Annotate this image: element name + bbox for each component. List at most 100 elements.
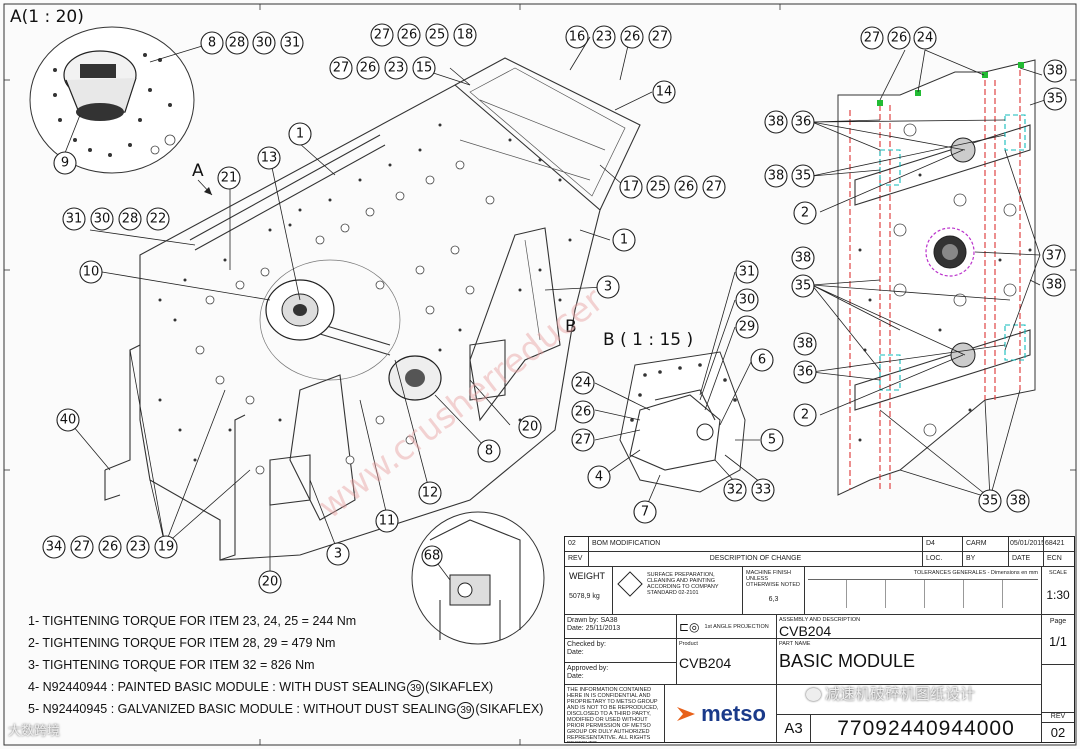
balloon: 23: [130, 540, 147, 555]
projection-cell: ⊏◎ 1st ANGLE PROJECTION: [677, 615, 777, 639]
page-label: Page: [1049, 618, 1067, 625]
balloon: 8: [485, 444, 493, 459]
scale-cell: SCALE 1:30: [1042, 567, 1074, 615]
balloon: 3: [334, 547, 342, 562]
balloon: 19: [158, 540, 175, 555]
rev-by: CARM: [963, 537, 1009, 552]
drawn-by: Drawn by: SA38: [567, 617, 618, 624]
balloon: 38: [1047, 64, 1064, 79]
assembly-value: CVB204: [779, 623, 832, 639]
balloon: 8: [208, 36, 216, 51]
balloon: 38: [768, 169, 785, 184]
note-5-suffix: (SIKAFLEX): [475, 702, 544, 716]
balloon: 35: [795, 169, 812, 184]
note-4-suffix: (SIKAFLEX): [425, 680, 494, 694]
confidential-notice: THE INFORMATION CONTAINED HERE IN IS CON…: [565, 685, 665, 742]
rev-label: REV: [1042, 713, 1074, 723]
assembly-cell: ASSEMBLY AND DESCRIPTION CVB204: [777, 615, 1042, 639]
main-view-balloons: 27 26 25 18 27 26 23 15 16 23 26 27 14 1…: [42, 23, 726, 594]
weight-cell: WEIGHT 5078,9 kg: [565, 567, 613, 615]
diagonal-watermark: www.crusherreducer: [311, 280, 611, 527]
balloon: 27: [74, 540, 91, 555]
balloon: 22: [150, 212, 167, 227]
rev-ecn: 68421: [1044, 537, 1074, 552]
metso-logo-icon: [677, 706, 696, 721]
product-value: CVB204: [679, 655, 732, 671]
balloon: 1: [620, 233, 628, 248]
balloon: 38: [1010, 494, 1027, 509]
detail-view-b: B ( 1 : 15 ): [603, 330, 746, 493]
balloon: 26: [401, 28, 418, 43]
balloon: 21: [221, 171, 238, 186]
balloon: 28: [229, 36, 246, 51]
balloon: 38: [768, 115, 785, 130]
note-5: 5- N92440945 : GALVANIZED BASIC MODULE :…: [28, 698, 568, 720]
balloon: 24: [575, 376, 592, 391]
balloon: 17: [623, 180, 640, 195]
view-b-label: B ( 1 : 15 ): [603, 330, 693, 350]
metso-logo: metso: [665, 685, 777, 742]
balloon: 31: [284, 36, 301, 51]
ecn-header: ECN: [1044, 552, 1074, 567]
rev-header: REV: [565, 552, 589, 567]
balloon: 30: [739, 293, 756, 308]
balloon: 12: [422, 486, 439, 501]
balloon: 28: [122, 212, 139, 227]
title-block: 02 BOM MODIFICATION D4 CARM 05/01/2015 6…: [564, 536, 1075, 743]
balloon: 26: [624, 30, 641, 45]
balloon: 34: [46, 540, 63, 555]
view-b-arrow-label: B: [565, 317, 577, 337]
main-isometric-view: A B: [104, 57, 641, 561]
rev-date: 05/01/2015: [1009, 537, 1044, 552]
right-view-balloons: 27 26 24 38 35 38 36 38 35 2 37 38 38 35…: [764, 26, 1067, 513]
sheet-size: A3: [777, 715, 811, 742]
finish-text: MACHINE FINISH UNLESS OTHERWISE NOTED: [746, 570, 800, 588]
balloon: 23: [596, 30, 613, 45]
balloon: 11: [379, 514, 396, 529]
note-4-text: 4- N92440944 : PAINTED BASIC MODULE : WI…: [28, 680, 407, 694]
view-b-balloons: 31 30 29 6 5 24 26 27 4 7 32 33: [571, 260, 784, 524]
page-value: 1/1: [1048, 634, 1068, 649]
balloon: 20: [522, 420, 539, 435]
balloon: 27: [333, 61, 350, 76]
balloon: 27: [374, 28, 391, 43]
item-39-circle: 39: [457, 702, 475, 719]
approved-date: Date:: [567, 673, 584, 680]
product-cell: Product CVB204: [677, 639, 777, 685]
part-name-cell: PART NAME BASIC MODULE: [777, 639, 1042, 685]
balloon: 13: [261, 151, 278, 166]
note-4: 4- N92440944 : PAINTED BASIC MODULE : WI…: [28, 676, 568, 698]
balloon: 26: [678, 180, 695, 195]
desc-header: DESCRIPTION OF CHANGE: [589, 552, 923, 567]
balloon: 26: [891, 31, 908, 46]
note-5-text: 5- N92440945 : GALVANIZED BASIC MODULE :…: [28, 702, 457, 716]
rev-number: 02: [565, 537, 589, 552]
balloon: 40: [60, 413, 77, 428]
tolerance-cell: TOLERANCES GENERALES - Dimensions en mm: [805, 567, 1042, 615]
balloon: 31: [739, 265, 756, 280]
metso-wordmark: metso: [701, 700, 766, 726]
blank-row: [777, 685, 1042, 715]
drawing-revision: 02: [1050, 725, 1066, 740]
date-header: DATE: [1009, 552, 1044, 567]
footer-watermark: 大数跨境: [8, 724, 61, 739]
balloon: 27: [575, 433, 592, 448]
balloon: 33: [755, 483, 772, 498]
weight-value: 5078,9 kg: [569, 593, 600, 600]
balloon: 68: [424, 549, 441, 564]
scale-label: SCALE: [1048, 570, 1068, 576]
rev-description: BOM MODIFICATION: [589, 537, 923, 552]
right-plan-view: [837, 59, 1036, 496]
balloon: 26: [575, 405, 592, 420]
approved-by: Approved by:: [567, 665, 609, 672]
balloon: 20: [262, 575, 279, 590]
balloon: 36: [795, 115, 812, 130]
detail-view-a: A(1 : 20): [10, 7, 195, 174]
balloon: 5: [768, 433, 776, 448]
drawing-notes: 1- TIGHTENING TORQUE FOR ITEM 23, 24, 25…: [28, 610, 568, 720]
note-3: 3- TIGHTENING TORQUE FOR ITEM 32 = 826 N…: [28, 658, 315, 672]
balloon: 15: [416, 61, 433, 76]
balloon: 9: [61, 156, 69, 171]
tolerance-text: TOLERANCES GENERALES - Dimensions en mm: [913, 570, 1038, 576]
projection-icon: ⊏◎: [679, 619, 700, 634]
